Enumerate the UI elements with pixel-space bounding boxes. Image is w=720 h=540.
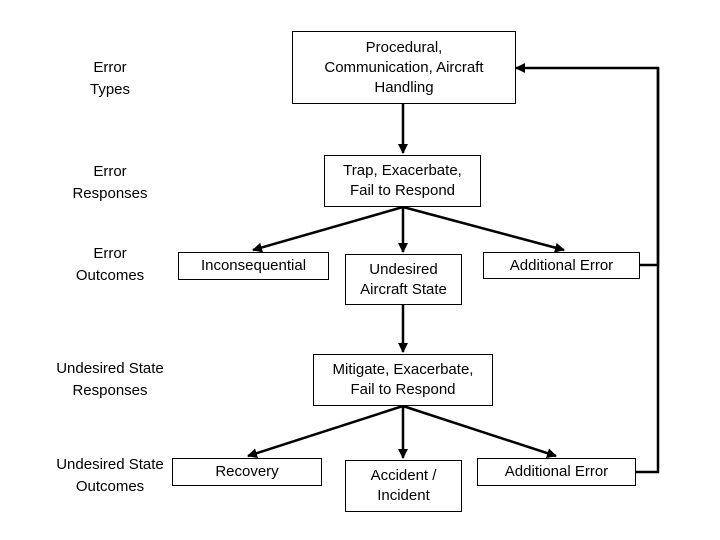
row-label-error-outcomes: Error Outcomes xyxy=(75,245,145,284)
node-inconsequential: Inconsequential xyxy=(178,252,329,280)
arrow-state-responses-to-recovery xyxy=(247,404,404,458)
node-undesired-state-responses: Mitigate, Exacerbate, Fail to Respond xyxy=(313,354,493,406)
arrow-responses-to-additional-error xyxy=(402,205,565,253)
node-additional-error-2: Additional Error xyxy=(477,458,636,486)
node-additional-error-1: Additional Error xyxy=(483,252,640,279)
row-label-error-types: Error Types xyxy=(89,59,131,98)
node-recovery: Recovery xyxy=(172,458,322,486)
node-error-responses: Trap, Exacerbate, Fail to Respond xyxy=(324,155,481,207)
arrow-responses-to-inconsequential xyxy=(252,205,404,253)
node-accident-incident: Accident / Incident xyxy=(345,460,462,512)
row-label-undesired-state-responses: Undesired State Responses xyxy=(56,360,164,399)
row-label-undesired-state-outcomes: Undesired State Outcomes xyxy=(56,456,164,495)
row-label-error-responses: Error Responses xyxy=(72,163,148,202)
node-error-types: Procedural, Communication, Aircraft Hand… xyxy=(292,31,516,104)
feedback-line-additional-error-1 xyxy=(640,68,660,267)
feedback-line-additional-error-2 xyxy=(515,63,660,474)
node-undesired-aircraft-state: Undesired Aircraft State xyxy=(345,254,462,305)
arrow-state-responses-to-additional-error xyxy=(402,404,557,458)
